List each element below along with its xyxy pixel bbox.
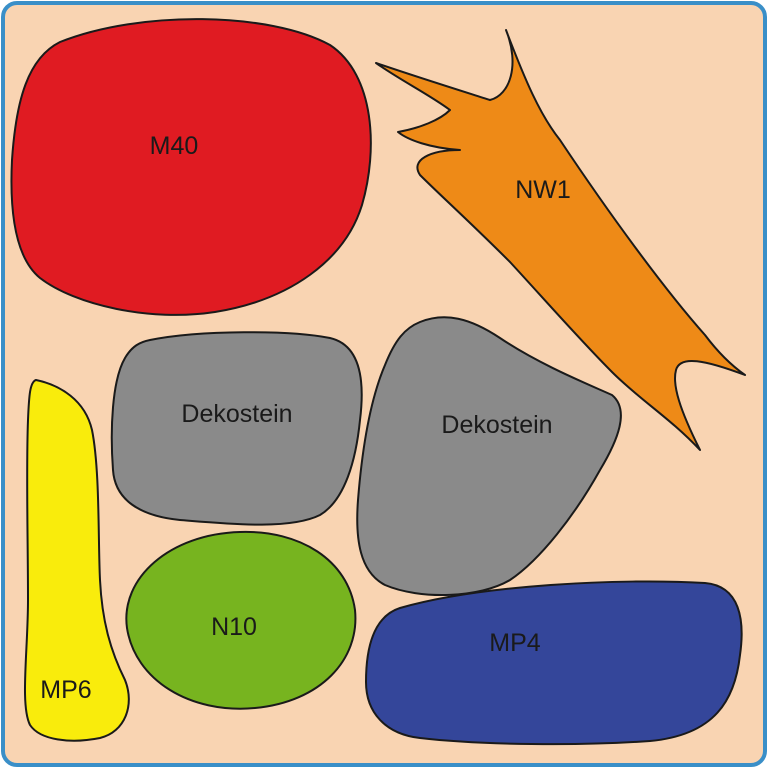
region-m40-label: M40 [150,132,199,160]
region-mp4-label: MP4 [489,629,541,657]
region-nw1-label: NW1 [515,176,571,204]
region-n10-label: N10 [211,613,257,641]
region-n10 [125,530,357,710]
region-m40 [10,18,372,316]
region-dekostein-right [356,316,622,596]
region-dekostein-left-label: Dekostein [181,400,292,428]
region-mp6-label: MP6 [40,676,91,704]
region-dekostein-left [110,331,363,526]
region-dekostein-right-label: Dekostein [441,411,552,439]
region-mp6 [23,379,130,742]
region-mp4 [365,580,743,746]
region-nw1 [375,29,746,451]
